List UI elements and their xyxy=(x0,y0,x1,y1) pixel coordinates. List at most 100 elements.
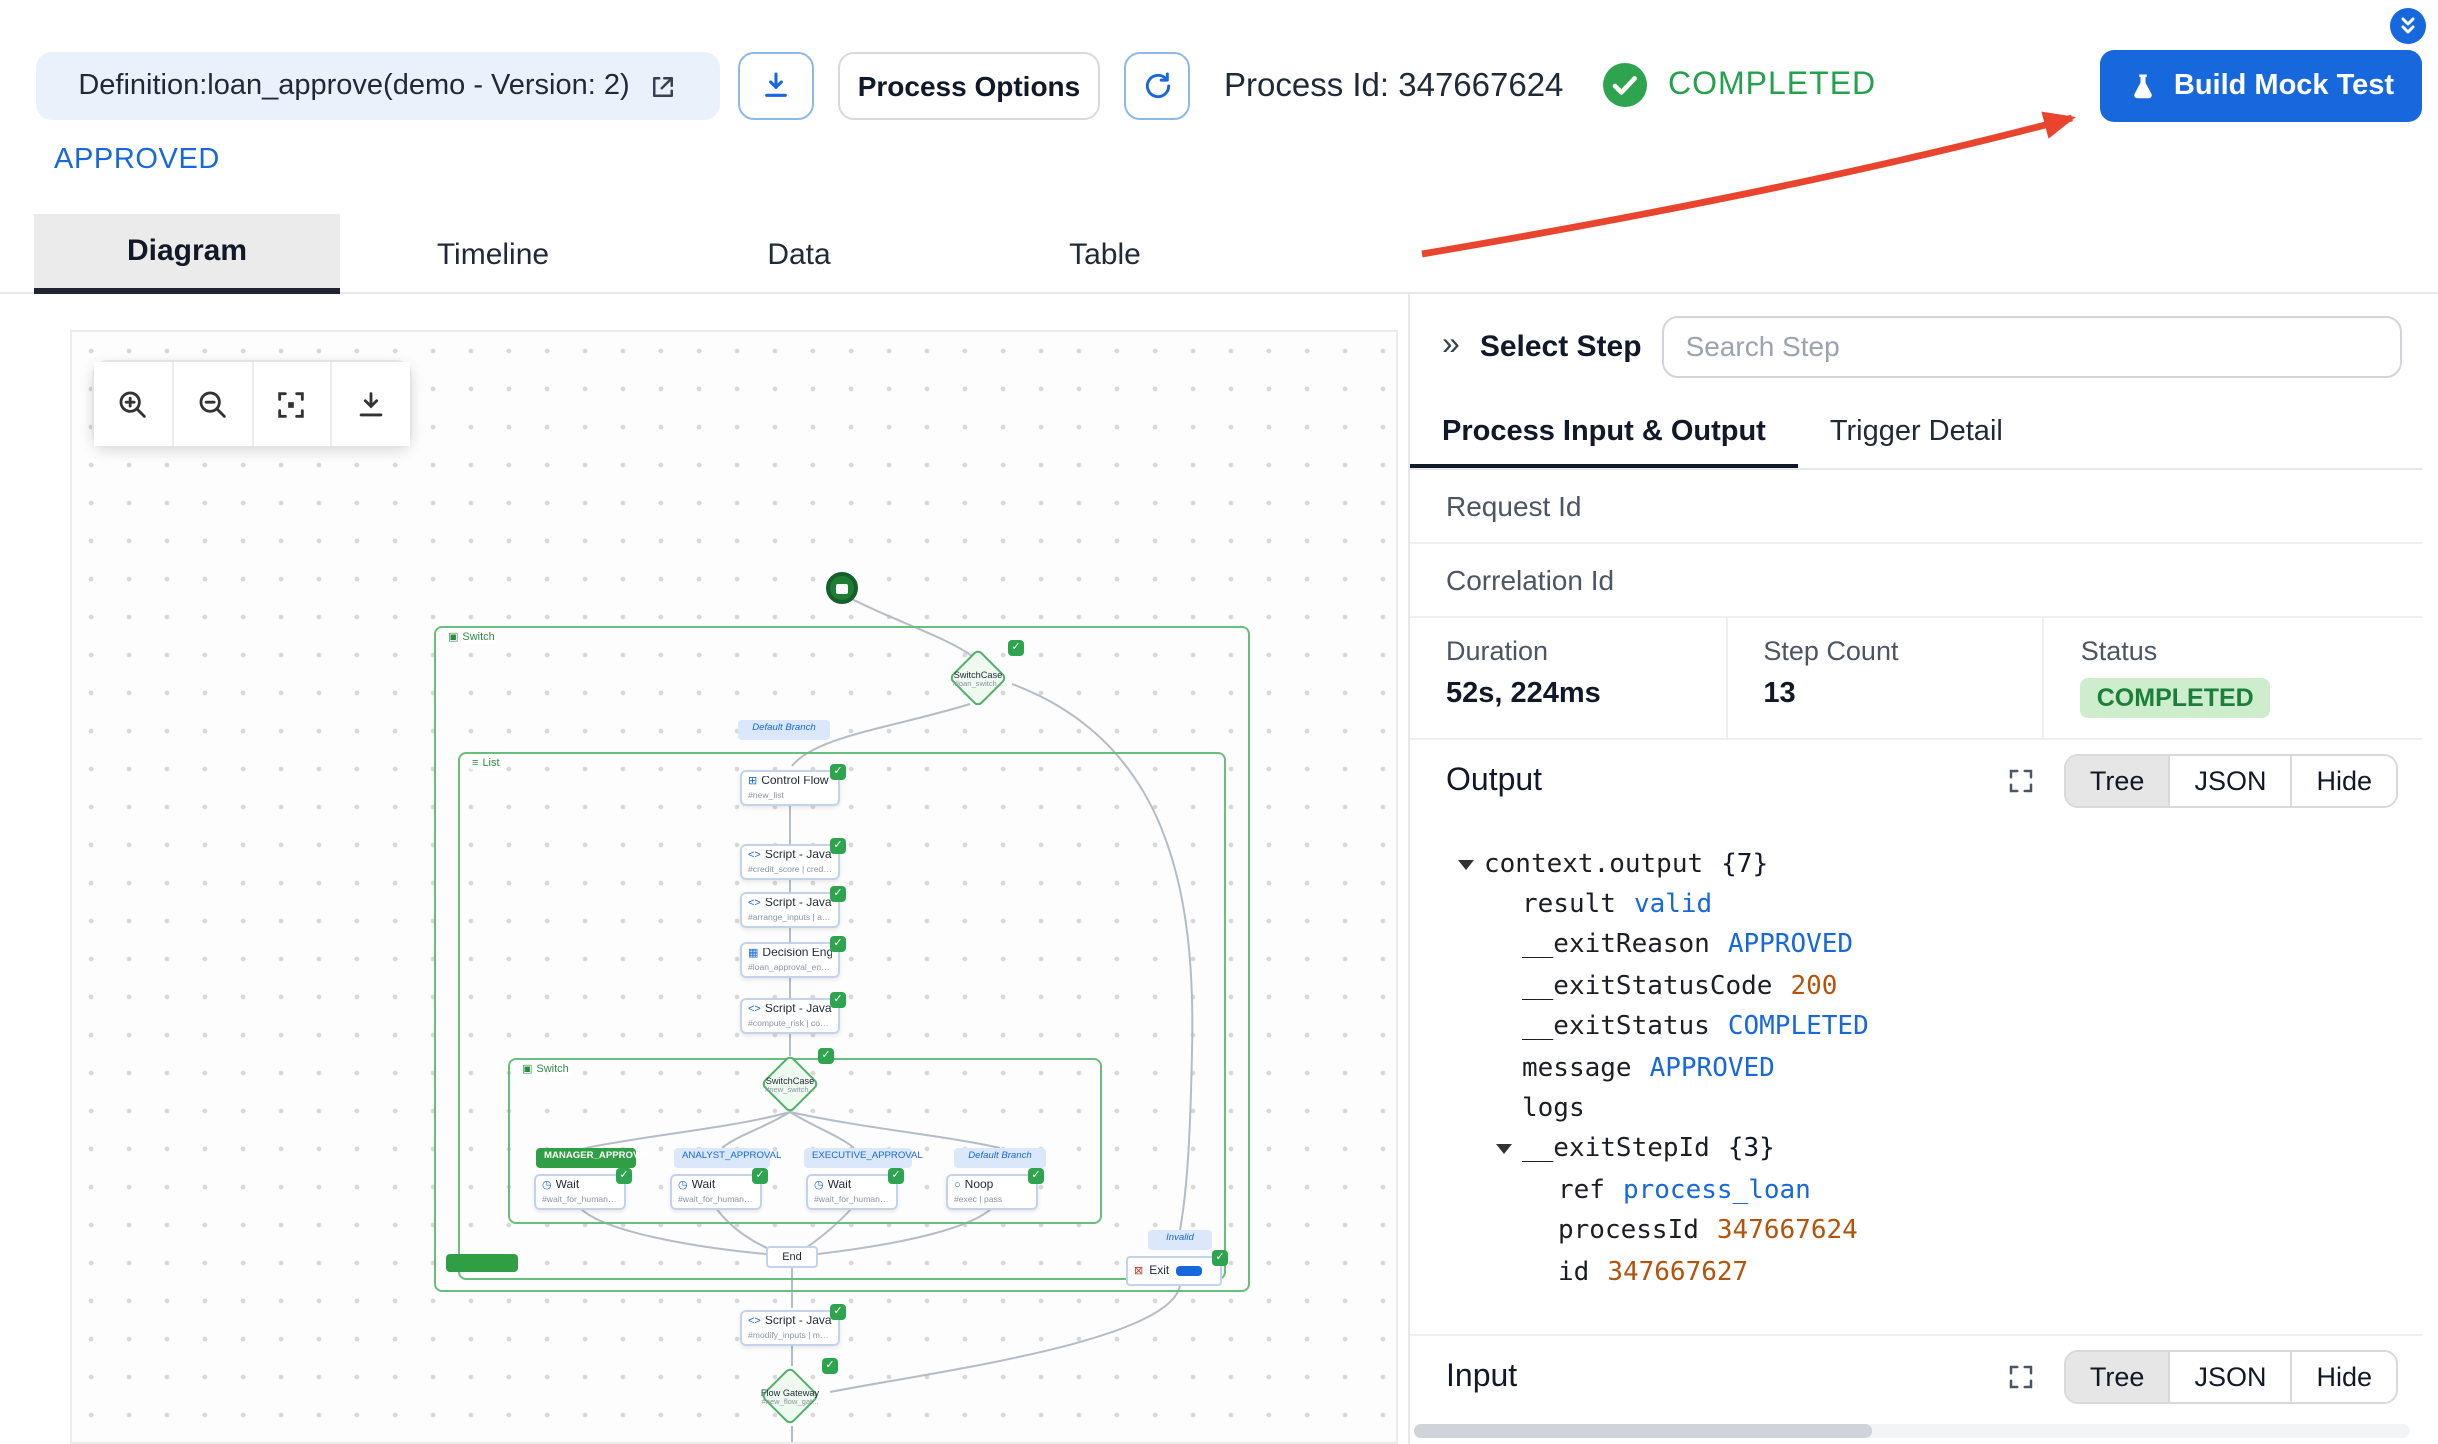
flask-icon xyxy=(2134,73,2152,98)
tree-value: 347667627 xyxy=(1607,1257,1749,1288)
tree-value: valid xyxy=(1633,890,1713,921)
search-step-input[interactable] xyxy=(1661,315,2402,377)
output-view-toggle: Tree JSON Hide xyxy=(2063,754,2398,808)
download-icon xyxy=(765,72,787,97)
output-view-tree[interactable]: Tree xyxy=(2065,756,2169,806)
node-noop[interactable]: ○Noop #exec | pass ✓ xyxy=(946,1168,1044,1210)
noop-icon: ○ xyxy=(954,1180,961,1192)
container-label: List xyxy=(482,758,500,770)
fit-view-button[interactable] xyxy=(253,362,333,446)
process-options-button[interactable]: Process Options xyxy=(838,52,1100,120)
container-label: Switch xyxy=(462,632,495,644)
definition-button[interactable]: Definition:loan_approve(demo - Version: … xyxy=(36,52,720,120)
switch-container-outer[interactable]: ▣ Switch xyxy=(434,626,1250,1292)
tree-row: context.output {7} xyxy=(1450,844,2422,885)
tree-value: 347667624 xyxy=(1716,1216,1858,1247)
success-check-badge: ✓ xyxy=(1212,1250,1228,1266)
switch-container-inner[interactable]: ▣Switch xyxy=(508,1058,1102,1224)
node-decision-engine[interactable]: ▦Decision Engine #loan_approval_engine |… xyxy=(740,936,846,978)
node-exit[interactable]: ⊠ Exit ✓ xyxy=(1126,1250,1228,1286)
node-control-flow[interactable]: ⊞Control Flow #new_list ✓ xyxy=(740,764,846,806)
input-view-hide[interactable]: Hide xyxy=(2290,1352,2396,1402)
branch-label-executive-approval[interactable]: EXECUTIVE_APPROVAL xyxy=(804,1148,923,1168)
tree-key: processId xyxy=(1558,1216,1699,1247)
stat-label: Status xyxy=(2080,636,2158,666)
branch-label-invalid[interactable]: Invalid xyxy=(1148,1230,1212,1250)
input-view-tree[interactable]: Tree xyxy=(2065,1352,2169,1402)
tab-process-input-output[interactable]: Process Input & Output xyxy=(1410,398,1798,468)
exit-status-tag xyxy=(1175,1266,1202,1276)
fullscreen-icon xyxy=(2009,769,2033,793)
node-wait-executive[interactable]: ◷Wait #wait_for_human_approval... ✓ xyxy=(806,1168,904,1210)
node-flow-gateway[interactable]: ✓ Flow Gateway #new_flow_gat... xyxy=(750,1358,838,1426)
zoom-out-button[interactable] xyxy=(173,362,253,446)
expand-output-button[interactable] xyxy=(2006,766,2036,796)
list-container[interactable]: ≡List xyxy=(458,752,1226,1280)
collapse-chevrons-icon[interactable] xyxy=(2390,8,2426,44)
node-switchcase-top[interactable]: ✓ SwitchCase #loan_switch... xyxy=(940,640,1024,708)
node-script-compute-risk[interactable]: <>Script - Javascript #compute_risk | co… xyxy=(740,992,846,1034)
tab-timeline[interactable]: Timeline xyxy=(436,237,550,271)
node-end[interactable]: End xyxy=(766,1246,818,1268)
node-script-arrange-inputs[interactable]: <>Script - Javascript #arrange_inputs | … xyxy=(740,886,846,928)
scrollbar-thumb[interactable] xyxy=(1414,1424,1873,1438)
tab-diagram[interactable]: Diagram xyxy=(34,214,340,294)
download-definition-button[interactable] xyxy=(738,52,814,120)
horizontal-scrollbar[interactable] xyxy=(1414,1424,2410,1438)
tree-key: __exitStepId xyxy=(1522,1134,1710,1165)
tree-row: processId 347667624 xyxy=(1450,1211,2422,1252)
collapse-caret-icon[interactable] xyxy=(1496,1144,1512,1155)
node-switchcase-inner[interactable]: ✓ SwitchCase #new_switch... xyxy=(754,1048,834,1114)
script-icon: <> xyxy=(748,850,761,862)
input-view-json[interactable]: JSON xyxy=(2168,1352,2291,1402)
status-badge: COMPLETED xyxy=(2080,678,2270,718)
node-script-credit-score[interactable]: <>Script - Javascript #credit_score | cr… xyxy=(740,838,846,880)
zoom-in-button[interactable] xyxy=(94,362,174,446)
build-mock-test-button[interactable]: Build Mock Test xyxy=(2100,50,2422,122)
success-check-badge: ✓ xyxy=(830,838,846,854)
branch-label-analyst-approval[interactable]: ANALYST_APPROVAL xyxy=(674,1148,781,1168)
select-step-row: » Select Step xyxy=(1410,310,2422,382)
output-tree: context.output {7} result valid __exitRe… xyxy=(1410,822,2422,1293)
tree-value: APPROVED xyxy=(1649,1053,1775,1084)
node-title-label: Wait xyxy=(691,1180,716,1192)
input-view-toggle: Tree JSON Hide xyxy=(2063,1350,2398,1404)
tab-trigger-detail[interactable]: Trigger Detail xyxy=(1829,416,2003,448)
node-title-label: Script - Javascript xyxy=(764,850,832,862)
node-wait-analyst[interactable]: ◷Wait #wait_for_human_approval... ✓ xyxy=(670,1168,768,1210)
switch-icon: ▣ xyxy=(522,1064,533,1076)
download-diagram-button[interactable] xyxy=(332,362,410,446)
node-sub-label: #wait_for_human_approval... xyxy=(678,1194,754,1204)
tree-row: ref process_loan xyxy=(1450,1170,2422,1211)
node-title: SwitchCase xyxy=(953,669,1003,679)
expand-input-button[interactable] xyxy=(2006,1362,2036,1392)
diagram-canvas[interactable]: ▣Switch ≡List ▣Switch ✓ SwitchCase #loan… xyxy=(70,330,1398,1444)
success-check-badge: ✓ xyxy=(818,1048,834,1064)
stat-label: Step Count xyxy=(1763,636,1899,666)
success-check-badge: ✓ xyxy=(830,936,846,952)
node-title: Flow Gateway xyxy=(760,1387,820,1397)
node-wait-manager[interactable]: ◷Wait #wait_for_human_approval... ✓ xyxy=(534,1168,632,1210)
tab-data[interactable]: Data xyxy=(767,237,831,271)
refresh-button[interactable] xyxy=(1124,52,1190,120)
correlation-id-row: Correlation Id xyxy=(1410,544,2422,618)
node-title-label: Script - Javascript xyxy=(764,1316,832,1328)
node-title-label: Script - Javascript xyxy=(764,898,832,910)
tree-row: __exitReason APPROVED xyxy=(1450,926,2422,967)
success-check-badge: ✓ xyxy=(830,764,846,780)
branch-label-default-inner[interactable]: Default Branch xyxy=(954,1148,1046,1168)
output-view-hide[interactable]: Hide xyxy=(2290,756,2396,806)
node-sub-label: #credit_score | credit_score xyxy=(748,864,832,874)
process-stats: Duration 52s, 224ms Step Count 13 Status… xyxy=(1410,618,2422,740)
branch-label-manager-approval[interactable]: MANAGER_APPROVAL xyxy=(536,1148,652,1168)
tab-table[interactable]: Table xyxy=(1069,237,1141,271)
node-sub-label: #wait_for_human_approval... xyxy=(814,1194,890,1204)
branch-label-default-top[interactable]: Default Branch xyxy=(738,720,830,740)
output-view-json[interactable]: JSON xyxy=(2168,756,2291,806)
loop-tag xyxy=(446,1254,518,1272)
collapse-caret-icon[interactable] xyxy=(1458,859,1474,870)
start-node[interactable] xyxy=(826,572,858,604)
collapse-panel-icon[interactable]: » xyxy=(1442,328,1460,362)
node-script-modify-inputs[interactable]: <>Script - Javascript #modify_inputs | m… xyxy=(740,1304,846,1346)
output-title: Output xyxy=(1446,763,1543,797)
